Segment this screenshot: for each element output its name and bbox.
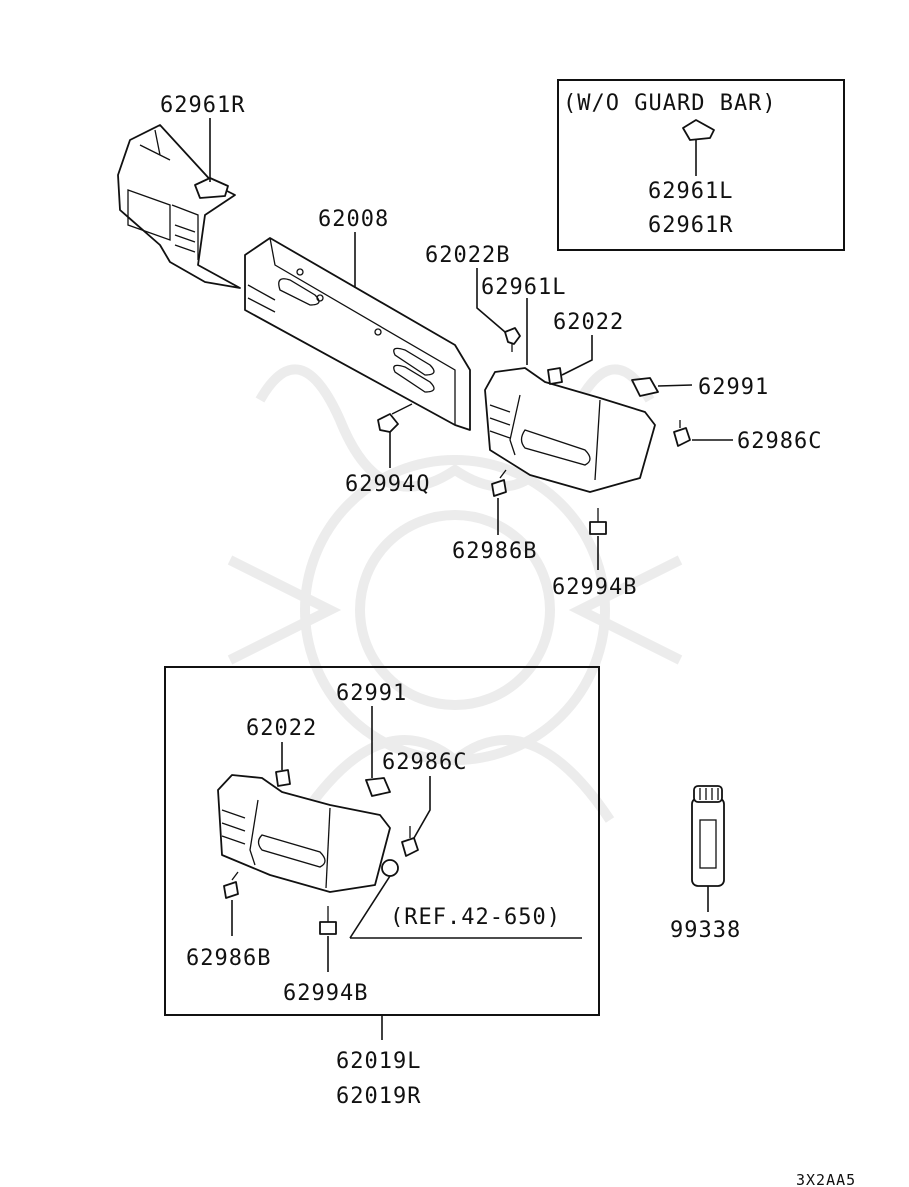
inset-frame — [557, 79, 845, 251]
label-62961r-top: 62961R — [160, 93, 245, 118]
end-cap-right-top — [117, 124, 241, 289]
label-62961l-mid: 62961L — [481, 275, 566, 300]
label-62022b: 62022B — [425, 243, 510, 268]
label-62986c-top: 62986C — [737, 429, 822, 454]
reference-note: (REF.42-650) — [390, 905, 561, 930]
label-62022-top: 62022 — [553, 310, 624, 335]
bolt-62986c-top — [673, 420, 691, 447]
screw-ref-42-650 — [381, 859, 399, 877]
end-cap-sub-assembly — [217, 774, 391, 893]
bolt-62994b-top — [589, 508, 607, 535]
fastener-62022-box — [275, 769, 291, 787]
fastener-62991-top — [631, 377, 659, 397]
label-62994b-top: 62994B — [552, 575, 637, 600]
label-62994b-box: 62994B — [283, 981, 368, 1006]
label-99338: 99338 — [670, 918, 741, 943]
fastener-62022b — [504, 327, 521, 352]
fastener-62991-box — [365, 777, 391, 797]
reinforcement-beam — [244, 237, 471, 431]
label-62986b-box: 62986B — [186, 946, 271, 971]
label-62991-top: 62991 — [698, 375, 769, 400]
bolt-62986b-top — [491, 469, 507, 497]
fastener-62022-top — [547, 367, 563, 385]
leader-lines-top — [209, 118, 733, 570]
label-62022-box: 62022 — [246, 716, 317, 741]
label-62008: 62008 — [318, 207, 389, 232]
bolt-62994q — [377, 403, 413, 433]
bolt-62986c-box — [401, 826, 419, 857]
leader-lines-box — [231, 706, 582, 1040]
label-62994q: 62994Q — [345, 472, 430, 497]
label-62991-box: 62991 — [336, 681, 407, 706]
end-cap-left-top — [484, 367, 656, 493]
label-62019r: 62019R — [336, 1084, 421, 1109]
inset-title: (W/O GUARD BAR) — [563, 91, 777, 116]
label-62019l: 62019L — [336, 1049, 421, 1074]
bolt-62994b-box — [319, 906, 337, 935]
watermark-emblem — [227, 364, 683, 823]
touch-up-paint-bottle — [691, 785, 725, 912]
inset-clip — [682, 119, 715, 176]
label-inset-62961r: 62961R — [648, 213, 733, 238]
label-62986b-top: 62986B — [452, 539, 537, 564]
clip-62961r-top — [194, 177, 229, 199]
bolt-62986b-box — [223, 871, 239, 899]
diagram-code: 3X2AA5 — [796, 1171, 856, 1187]
label-62986c-box: 62986C — [382, 750, 467, 775]
label-inset-62961l: 62961L — [648, 179, 733, 204]
